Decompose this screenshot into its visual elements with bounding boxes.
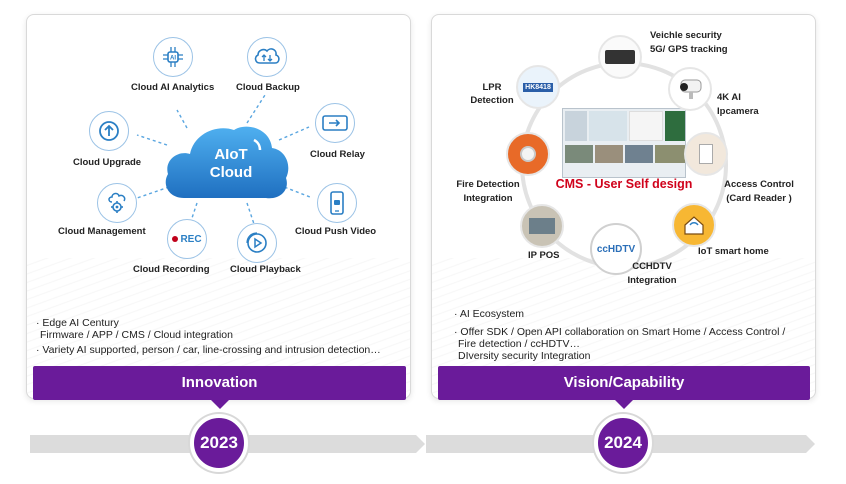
lpr-label-line1: LPR — [482, 82, 502, 93]
cloud-playback-icon — [237, 223, 277, 263]
lpr-label-line2: Detection — [470, 95, 514, 106]
bullet-text: AI Ecosystem — [459, 308, 525, 320]
bullet-item: · AI Ecosystem — [454, 308, 785, 320]
aiot-cloud-icon — [165, 126, 289, 199]
bullet-text: DIversity security Integration — [458, 350, 591, 362]
camera-label-line1: 4K AI — [717, 92, 741, 103]
innovation-bullets: · Edge AI Century Firmware / APP / CMS /… — [36, 317, 381, 359]
cloud-backup-label: Cloud Backup — [236, 82, 300, 93]
vehicle-label-line2: 5G/ GPS tracking — [650, 44, 728, 55]
rec-text: REC — [180, 233, 202, 245]
bullet-text: Fire detection / ccHDTV… — [458, 338, 580, 350]
record-dot-icon — [172, 236, 179, 242]
vehicle-dvr-photo — [598, 35, 642, 79]
license-plate: HK8418 — [523, 82, 553, 92]
iot-smart-home-photo — [672, 203, 716, 247]
access-control-photo — [684, 132, 728, 176]
bullet-text: Offer SDK / Open API collaboration on Sm… — [460, 326, 786, 338]
cloud-push-video-icon — [317, 183, 357, 223]
cloud-recording-label: Cloud Recording — [133, 264, 210, 275]
lpr-photo: HK8418 — [516, 65, 560, 109]
vision-panel: CMS - User Self design HK8418 LPR Detect… — [431, 14, 816, 399]
fire-label-line2: Integration — [463, 193, 513, 204]
vision-capability-banner: Vision/Capability — [438, 366, 810, 409]
bullet-text: Variety AI supported, person / car, line… — [42, 344, 381, 356]
cloud-title-line1: AIoT — [214, 146, 248, 163]
cloud-upgrade-label: Cloud Upgrade — [73, 157, 142, 168]
cloud-backup-icon — [247, 37, 287, 77]
iot-label: IoT smart home — [698, 246, 769, 257]
access-label-line1: Access Control — [724, 179, 794, 190]
year-2023-badge: 2023 — [190, 414, 248, 472]
ip-pos-label: IP POS — [528, 250, 560, 261]
bullet-item: · Edge AI Century Firmware / APP / CMS /… — [36, 317, 381, 341]
camera-label-line2: Ipcamera — [717, 106, 759, 117]
bullet-marker: · — [454, 326, 458, 338]
innovation-banner: Innovation — [33, 366, 406, 409]
bullet-text: Edge AI Century — [42, 317, 119, 329]
cchdtv-label-line1: CCHDTV — [632, 261, 672, 272]
ip-camera-photo — [668, 67, 712, 111]
bullet-marker: · — [454, 308, 458, 320]
innovation-panel: AIoT Cloud AI Cloud AI Analytics Cloud B… — [26, 14, 411, 399]
cms-screenshot — [562, 108, 686, 178]
vision-bullets: · AI Ecosystem · Offer SDK / Open API co… — [454, 308, 785, 365]
cloud-upgrade-icon — [89, 111, 129, 151]
cms-title: CMS - User Self design — [555, 177, 693, 191]
cloud-push-video-label: Cloud Push Video — [295, 226, 377, 237]
cchdtv-logo: ccHDTV — [590, 223, 642, 275]
bullet-item: · Offer SDK / Open API collaboration on … — [454, 326, 785, 362]
bullet-marker: · — [36, 344, 40, 356]
fire-label-line1: Fire Detection — [456, 179, 520, 190]
ai-analytics-icon: AI — [153, 37, 193, 77]
bullet-item: · Variety AI supported, person / car, li… — [36, 344, 381, 356]
cloud-relay-icon — [315, 103, 355, 143]
vehicle-label-line1: Veichle security — [650, 30, 722, 41]
cloud-title-line2: Cloud — [209, 164, 253, 181]
ip-pos-photo — [520, 204, 564, 248]
cloud-ai-analytics-label: Cloud AI Analytics — [131, 82, 215, 93]
bullet-text: Firmware / APP / CMS / Cloud integration — [40, 329, 233, 341]
cloud-connectors — [136, 94, 311, 228]
cloud-recording-icon: REC — [167, 219, 207, 259]
year-2024-badge: 2024 — [594, 414, 652, 472]
access-label-line2: (Card Reader ) — [726, 193, 792, 204]
bullet-marker: · — [36, 317, 40, 329]
cchdtv-logo-text: ccHDTV — [596, 243, 636, 255]
cloud-management-icon — [97, 183, 137, 223]
cloud-management-label: Cloud Management — [58, 226, 146, 237]
ai-chip-text: AI — [170, 56, 176, 62]
cchdtv-label-line2: Integration — [627, 275, 677, 286]
fire-detection-photo — [506, 132, 550, 176]
cloud-relay-label: Cloud Relay — [310, 149, 365, 160]
cloud-playback-label: Cloud Playback — [230, 264, 301, 275]
